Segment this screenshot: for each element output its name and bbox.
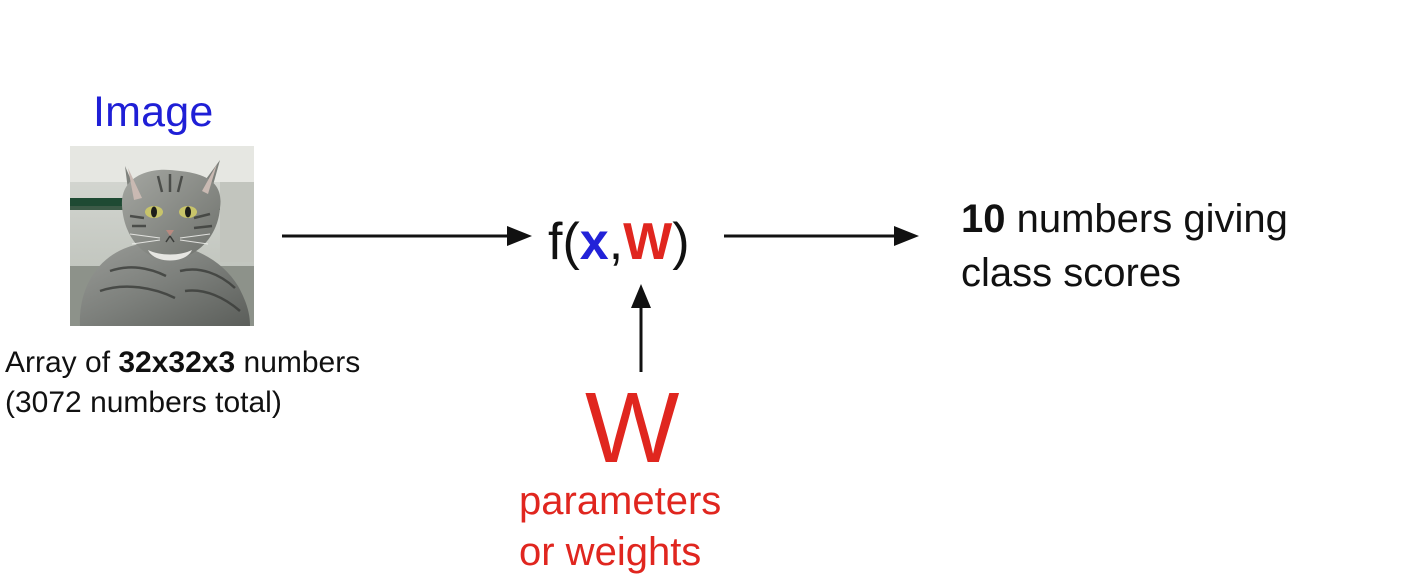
output-line-1: 10 numbers giving (961, 192, 1288, 246)
weights-symbol: W (585, 372, 680, 484)
cat-image (70, 146, 254, 326)
caption-line-1: Array of 32x32x3 numbers (5, 343, 360, 383)
caption-dimensions: 32x32x3 (118, 346, 236, 379)
image-title: Image (93, 88, 214, 136)
weights-caption-line-2: or weights (519, 530, 702, 574)
function-prefix: f( (548, 213, 580, 271)
caption-suffix: numbers (235, 346, 361, 379)
cat-photo-graphic (70, 146, 254, 326)
output-line-2: class scores (961, 251, 1182, 295)
function-label: f(x,W) (548, 212, 690, 272)
function-x: x (579, 213, 609, 271)
caption-prefix: Array of (5, 346, 119, 379)
output-line-1-rest: numbers giving (1005, 197, 1288, 241)
input-caption: Array of 32x32x3 numbers (3072 numbers t… (5, 343, 360, 423)
caption-line-2: (3072 numbers total) (5, 386, 282, 419)
output-count: 10 (961, 197, 1006, 241)
function-comma: , (608, 213, 624, 271)
output-label: 10 numbers giving class scores (961, 192, 1288, 300)
arrow-weights-to-function (631, 284, 651, 372)
weights-caption: parameters or weights (519, 476, 721, 578)
arrow-function-to-output (724, 226, 919, 246)
weights-caption-line-1: parameters (519, 479, 722, 523)
function-w: W (623, 213, 673, 271)
function-suffix: ) (672, 213, 690, 271)
arrow-image-to-function (282, 226, 532, 246)
